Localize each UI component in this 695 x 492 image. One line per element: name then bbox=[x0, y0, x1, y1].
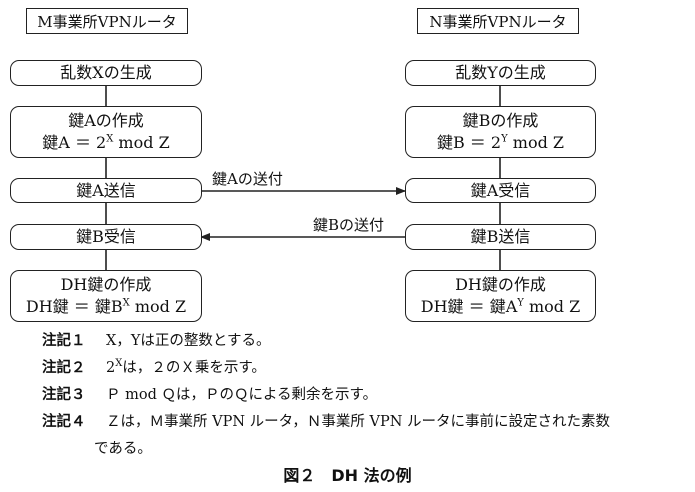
send-b-label: 鍵Bの送付 bbox=[313, 216, 385, 234]
m-key-a-formula: 鍵A ＝ 2X mod Z bbox=[42, 133, 170, 152]
n-key-b-send-box: 鍵B送信 bbox=[405, 224, 596, 250]
m-key-a-send-label: 鍵A送信 bbox=[76, 180, 136, 200]
n-key-b-send-label: 鍵B送信 bbox=[470, 227, 531, 246]
n-key-b-create-box: 鍵Bの作成 鍵B ＝ 2Y mod Z bbox=[405, 106, 596, 158]
n-dh-key-formula: DH鍵 ＝ 鍵AY mod Z bbox=[420, 297, 581, 316]
n-key-b-formula: 鍵B ＝ 2Y mod Z bbox=[436, 133, 565, 152]
note-4-continued: である。 bbox=[94, 441, 152, 457]
n-key-a-receive-label: 鍵A受信 bbox=[470, 180, 531, 200]
m-key-b-receive-label: 鍵B受信 bbox=[76, 227, 136, 246]
n-key-a-receive-box: 鍵A受信 bbox=[405, 178, 596, 203]
figure-caption: 図２ DH 法の例 bbox=[283, 466, 412, 485]
m-key-b-receive-box: 鍵B受信 bbox=[10, 224, 202, 250]
send-a-label: 鍵Aの送付 bbox=[212, 170, 283, 188]
m-random-x-box: 乱数Xの生成 bbox=[10, 60, 202, 86]
m-key-a-title: 鍵Aの作成 bbox=[68, 111, 144, 130]
m-dh-key-title: DH鍵の作成 bbox=[60, 275, 152, 294]
n-router-header: N事業所VPNルータ bbox=[417, 8, 579, 34]
n-key-b-title: 鍵Bの作成 bbox=[462, 111, 539, 130]
n-dh-key-title: DH鍵の作成 bbox=[455, 275, 546, 294]
m-random-x-label: 乱数Xの生成 bbox=[60, 63, 152, 82]
m-key-a-send-box: 鍵A送信 bbox=[10, 178, 202, 203]
m-dh-key-formula: DH鍵 ＝ 鍵BX mod Z bbox=[25, 297, 187, 316]
m-dh-key-box: DH鍵の作成 DH鍵 ＝ 鍵BX mod Z bbox=[10, 270, 202, 322]
m-key-a-create-box: 鍵Aの作成 鍵A ＝ 2X mod Z bbox=[10, 106, 202, 158]
n-dh-key-box: DH鍵の作成 DH鍵 ＝ 鍵AY mod Z bbox=[405, 270, 596, 322]
n-random-y-label: 乱数Yの生成 bbox=[455, 63, 546, 82]
n-random-y-box: 乱数Yの生成 bbox=[405, 60, 596, 86]
m-router-header: M事業所VPNルータ bbox=[26, 8, 188, 34]
